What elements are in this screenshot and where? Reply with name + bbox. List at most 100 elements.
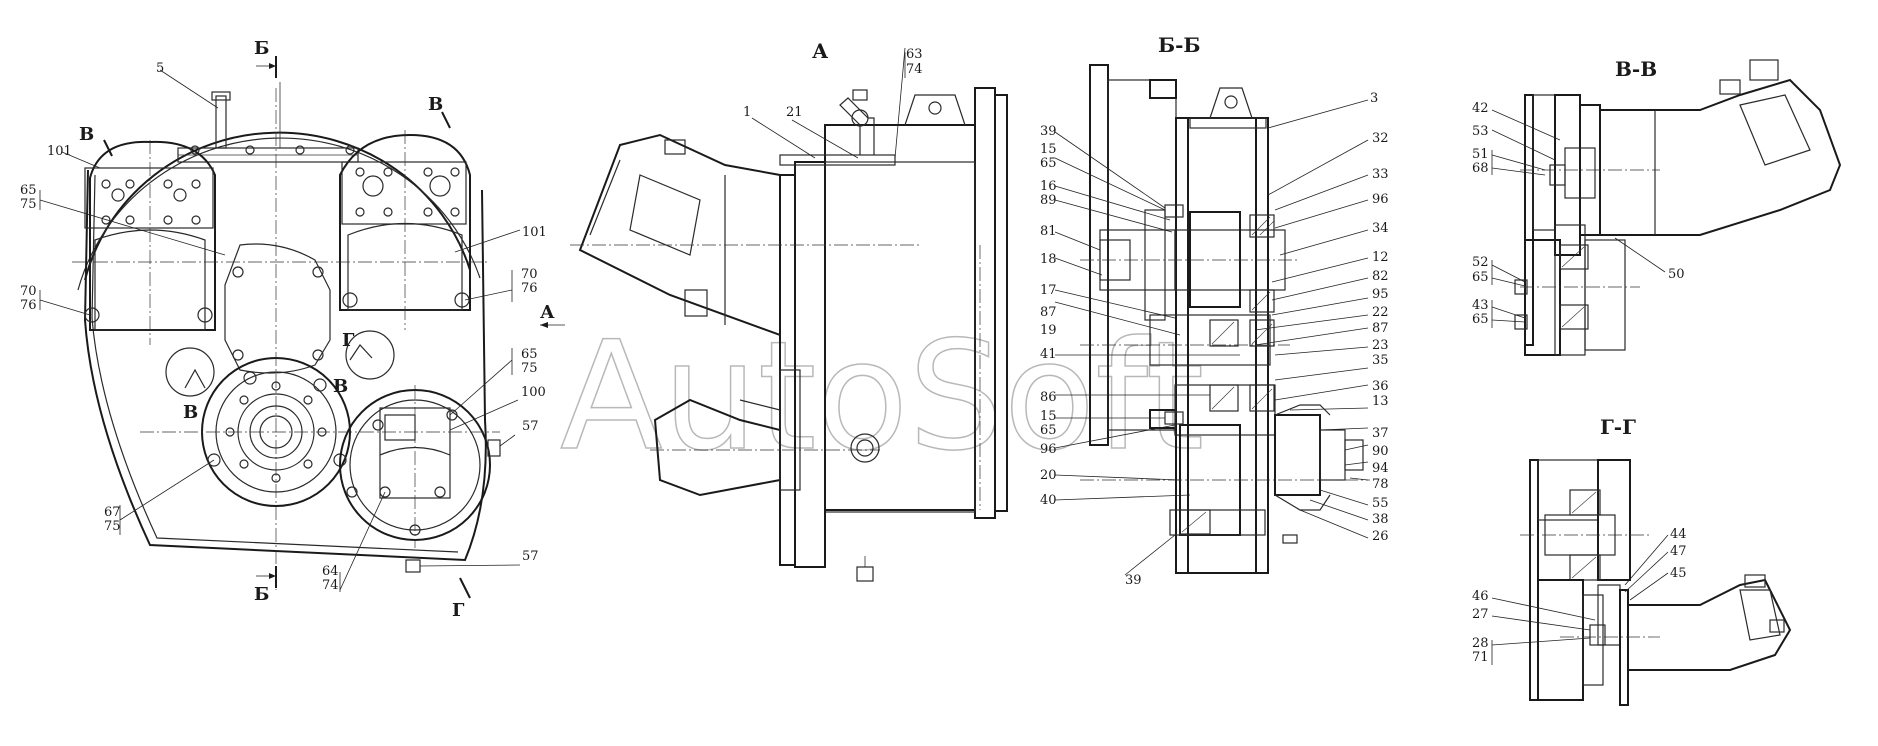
callout: 71 (1472, 650, 1489, 665)
callout: 44 (1670, 527, 1687, 542)
callout: 21 (786, 105, 803, 120)
callout: 70 (521, 267, 538, 282)
callout: 40 (1040, 493, 1057, 508)
callout: 57 (522, 419, 539, 434)
title-view-a: А (812, 39, 829, 63)
callout: 65 (521, 347, 538, 362)
callout: 63 (906, 47, 923, 62)
callout: 65 (1040, 156, 1057, 171)
callout: 87 (1040, 305, 1057, 320)
watermark: AutoSoft (560, 310, 1204, 484)
callout: 68 (1472, 161, 1489, 176)
callout: 1 (743, 105, 751, 120)
callout: 65 (1472, 312, 1489, 327)
callout: 101 (522, 225, 547, 240)
callout: 36 (1372, 379, 1389, 394)
callout: 65 (20, 183, 37, 198)
callout: 82 (1372, 269, 1389, 284)
callout: 65 (1472, 270, 1489, 285)
callout: 74 (906, 62, 923, 77)
callout: 34 (1372, 221, 1389, 236)
view-vv (1491, 59, 1842, 356)
callouts-view-bb: 39 15 65 16 89 81 18 17 87 19 41 86 15 6… (1040, 91, 1389, 588)
callout: 100 (521, 385, 546, 400)
callout: 39 (1040, 124, 1057, 139)
callouts-front: 5 101 65 75 70 76 101 70 76 65 75 100 57… (20, 61, 547, 593)
callout: 86 (1040, 390, 1057, 405)
view-gg (1491, 459, 1792, 706)
view-titles: А Б-Б В-В Г-Г (812, 33, 1657, 439)
mark-g-bottom: Г (452, 600, 465, 621)
callouts-view-gg: 44 47 45 46 27 28 71 (1472, 527, 1687, 665)
title-view-vv: В-В (1615, 57, 1657, 81)
callout: 55 (1372, 496, 1389, 511)
callouts-view-a: 63 74 1 21 (743, 47, 923, 120)
front-view (39, 56, 565, 599)
callout: 19 (1040, 323, 1057, 338)
callout: 87 (1372, 321, 1389, 336)
callout: 16 (1040, 179, 1057, 194)
callout: 47 (1670, 544, 1687, 559)
callout: 81 (1040, 224, 1057, 239)
callout: 96 (1372, 192, 1389, 207)
callout: 76 (20, 298, 37, 313)
callout: 38 (1372, 512, 1389, 527)
callout: 15 (1040, 142, 1057, 157)
mark-v-top-left: В (79, 124, 94, 145)
callout: 70 (20, 284, 37, 299)
callout: 74 (322, 578, 339, 593)
callout: 67 (104, 505, 121, 520)
callout: 90 (1372, 444, 1389, 459)
callout: 17 (1040, 283, 1057, 298)
title-view-bb: Б-Б (1158, 33, 1200, 57)
callout: 45 (1670, 566, 1687, 581)
callout: 32 (1372, 131, 1389, 146)
section-marks: Б Б В В В В Г Г А (79, 38, 555, 621)
callout: 50 (1668, 267, 1685, 282)
callout: 5 (156, 61, 164, 76)
callout: 12 (1372, 250, 1389, 265)
callout: 18 (1040, 252, 1057, 267)
callout: 89 (1040, 193, 1057, 208)
callout: 28 (1472, 636, 1489, 651)
callout: 65 (1040, 423, 1057, 438)
callout: 95 (1372, 287, 1389, 302)
mark-v-top-right: В (428, 94, 443, 115)
callout: 20 (1040, 468, 1057, 483)
callout: 37 (1372, 426, 1389, 441)
callout: 51 (1472, 147, 1489, 162)
callout: 39 (1125, 573, 1142, 588)
callout: 75 (104, 519, 121, 534)
title-view-gg: Г-Г (1600, 415, 1636, 439)
callout: 76 (521, 281, 538, 296)
mark-v-lower: В (183, 402, 198, 423)
callouts-view-vv: 42 53 51 68 52 65 43 65 50 (1472, 101, 1685, 327)
mark-g-mid: Г (342, 330, 355, 351)
callout: 27 (1472, 607, 1489, 622)
callout: 53 (1472, 124, 1489, 139)
callout: 78 (1372, 477, 1389, 492)
callout: 52 (1472, 255, 1489, 270)
mark-b-top: Б (254, 38, 269, 59)
callout: 13 (1372, 394, 1389, 409)
view-a (570, 47, 1008, 582)
mark-v-mid: В (333, 376, 348, 397)
callout: 75 (20, 197, 37, 212)
callout: 96 (1040, 442, 1057, 457)
mark-a-arrow: А (540, 302, 555, 323)
view-bb (1054, 64, 1370, 576)
callout: 35 (1372, 353, 1389, 368)
callout: 3 (1370, 91, 1378, 106)
callout: 15 (1040, 409, 1057, 424)
callout: 94 (1372, 461, 1389, 476)
callout: 23 (1372, 338, 1389, 353)
callout: 101 (47, 144, 72, 159)
mark-b-bottom: Б (254, 584, 269, 605)
callout: 57 (522, 549, 539, 564)
callout: 41 (1040, 347, 1057, 362)
callout: 43 (1472, 298, 1489, 313)
callout: 22 (1372, 305, 1389, 320)
bearing-hatches (1179, 214, 1275, 535)
callout: 64 (322, 564, 339, 579)
